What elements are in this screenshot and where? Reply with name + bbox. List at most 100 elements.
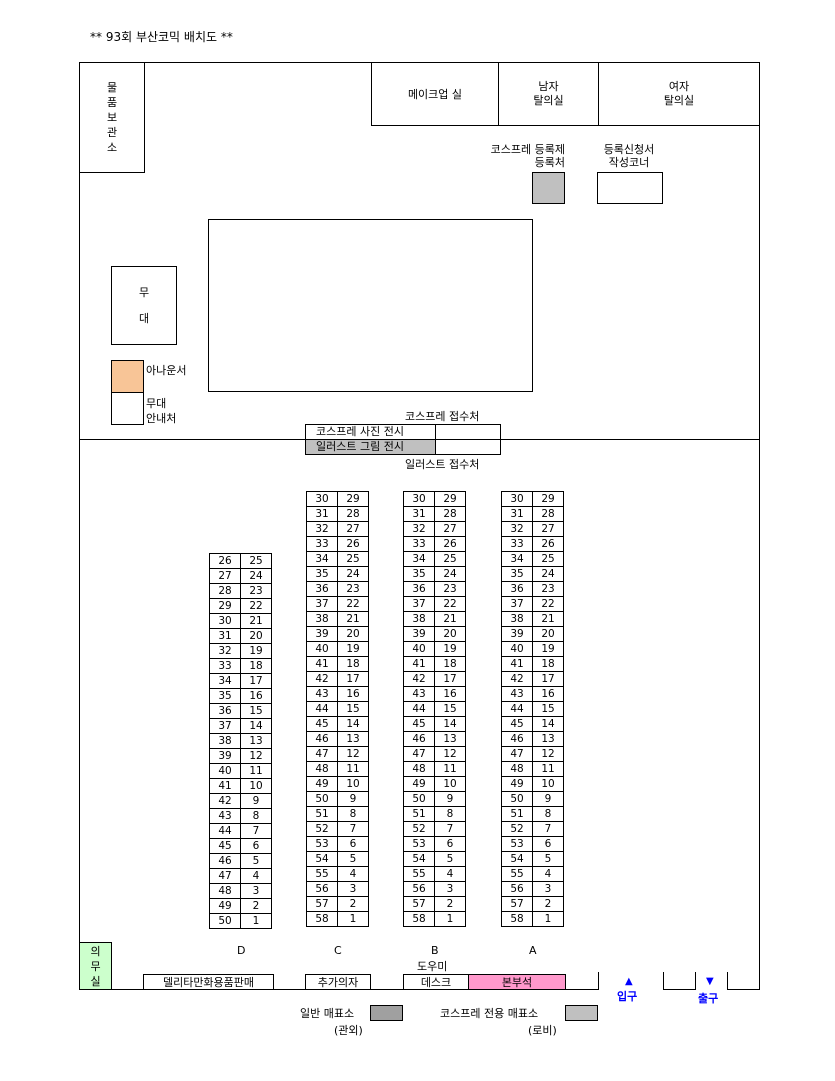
booth-cell: 31 (306, 505, 338, 522)
booth-cell: 32 (501, 520, 533, 537)
booth-cell: 12 (337, 745, 369, 762)
booth-cell: 36 (501, 580, 533, 597)
booth-cell: 7 (434, 820, 466, 837)
booth-cell: 27 (337, 520, 369, 537)
helper-label: 도우미 (417, 960, 448, 973)
makeup-label: 메이크업 실 (407, 88, 463, 101)
cosplay-photo-exhibit: 코스프레 사진 전시 (305, 424, 436, 440)
booth-cell: 56 (501, 880, 533, 897)
hall-divider (79, 439, 305, 440)
booth-cell: 51 (306, 805, 338, 822)
booth-cell: 4 (532, 865, 564, 882)
booth-cell: 54 (501, 850, 533, 867)
booth-cell: 54 (306, 850, 338, 867)
booth-cell: 17 (337, 670, 369, 687)
booth-cell: 3 (240, 883, 272, 899)
booth-cell: 25 (337, 550, 369, 567)
booth-cell: 21 (337, 610, 369, 627)
booth-cell: 9 (337, 790, 369, 807)
male-changing-label: 남자 탈의실 (533, 80, 564, 107)
booth-cell: 47 (501, 745, 533, 762)
desk-label: 데스크 (420, 976, 452, 989)
booth-cell: 21 (240, 613, 272, 629)
medical-room: 의 무 실 (79, 942, 112, 990)
register-form-label: 등록신청서 작성코너 (603, 143, 655, 169)
booth-cell: 7 (532, 820, 564, 837)
booth-cell: 22 (434, 595, 466, 612)
booth-cell: 35 (501, 565, 533, 582)
booth-cell: 1 (240, 913, 272, 929)
booth-cell: 14 (240, 718, 272, 734)
booth-cell: 26 (209, 553, 241, 569)
booth-cell: 16 (337, 685, 369, 702)
booth-cell: 30 (209, 613, 241, 629)
booth-cell: 43 (501, 685, 533, 702)
booth-cell: 12 (240, 748, 272, 764)
booth-cell: 36 (209, 703, 241, 719)
booth-cell: 15 (434, 700, 466, 717)
booth-cell: 11 (532, 760, 564, 777)
booth-cell: 20 (532, 625, 564, 642)
booth-cell: 29 (434, 490, 466, 507)
booth-cell: 3 (337, 880, 369, 897)
general-ticket-sub: (관외) (334, 1024, 363, 1037)
booth-cell: 6 (337, 835, 369, 852)
booth-cell: 33 (501, 535, 533, 552)
booth-cell: 2 (240, 898, 272, 914)
booth-cell: 38 (209, 733, 241, 749)
booth-cell: 18 (240, 658, 272, 674)
booth-cell: 33 (209, 658, 241, 674)
booth-cell: 38 (306, 610, 338, 627)
cosplay-ticket-swatch (565, 1005, 598, 1021)
stage-label: 무 대 (138, 286, 150, 325)
booth-cell: 53 (501, 835, 533, 852)
makeup-room: 메이크업 실 (371, 62, 499, 126)
booth-cell: 15 (337, 700, 369, 717)
central-area (208, 219, 533, 392)
booth-cell: 34 (209, 673, 241, 689)
booth-cell: 4 (434, 865, 466, 882)
booth-cell: 37 (403, 595, 435, 612)
booth-cell: 43 (306, 685, 338, 702)
booth-cell: 39 (209, 748, 241, 764)
booth-cell: 58 (403, 910, 435, 927)
booth-cell: 16 (532, 685, 564, 702)
booth-cell: 20 (434, 625, 466, 642)
booth-cell: 8 (434, 805, 466, 822)
booth-cell: 10 (532, 775, 564, 792)
booth-cell: 13 (434, 730, 466, 747)
booth-cell: 19 (240, 643, 272, 659)
booth-cell: 27 (434, 520, 466, 537)
booth-cell: 8 (337, 805, 369, 822)
booth-cell: 46 (403, 730, 435, 747)
booth-cell: 39 (501, 625, 533, 642)
